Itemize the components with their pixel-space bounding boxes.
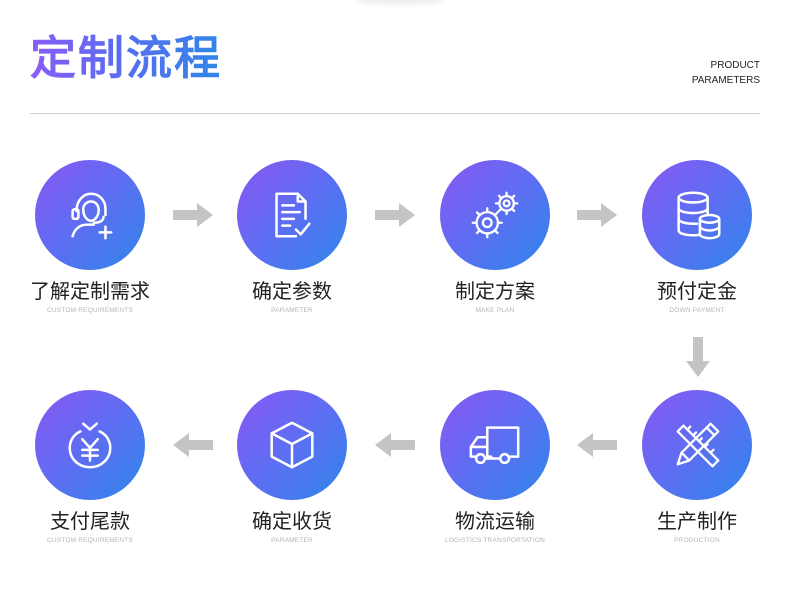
- truck-icon: [469, 426, 520, 465]
- step-5-label: 生产制作: [657, 509, 737, 533]
- step-6-label: 物流运输: [455, 509, 535, 533]
- step-1-circle: [35, 160, 145, 270]
- step-6-circle: [440, 390, 550, 500]
- step-8-label: 支付尾款: [50, 509, 130, 533]
- arrow-left-1: [577, 433, 617, 457]
- pencil-ruler-icon: [676, 422, 720, 468]
- arrow-left-2: [375, 433, 415, 457]
- subtitle-line-1: PRODUCT: [710, 60, 760, 71]
- step-2-label: 确定参数: [252, 279, 332, 303]
- arrow-left-3: [173, 433, 213, 457]
- arrow-right-3: [577, 203, 617, 227]
- step-1-label: 了解定制需求: [30, 279, 150, 303]
- step-3-label: 制定方案: [455, 279, 535, 303]
- step-3-sub: MAKE PLAN: [475, 307, 515, 314]
- step-4-circle: [642, 160, 752, 270]
- box-icon: [270, 421, 314, 469]
- step-6-sub: LOGISTICS TRANSPORTATION: [444, 537, 546, 544]
- step-5-circle: [642, 390, 752, 500]
- step-4-sub: DOWN PAYMENT: [669, 307, 725, 314]
- subtitle-line-2: PARAMETERS: [691, 75, 760, 86]
- page-subtitle: PRODUCT PARAMETERS: [692, 58, 760, 88]
- document-check-icon: [275, 192, 311, 238]
- step-5-sub: PRODUCTION: [674, 537, 720, 544]
- step-8-circle: [35, 390, 145, 500]
- arrow-down: [686, 337, 710, 377]
- coins-stack-icon: [677, 191, 721, 240]
- page-title: 定制流程: [30, 31, 222, 85]
- customer-service-icon: [71, 192, 113, 240]
- top-decor-shadow: [355, 0, 445, 4]
- step-8-sub: CUSTOM REQUIREMENTS: [46, 537, 134, 544]
- step-7-circle: [237, 390, 347, 500]
- step-7-sub: PARAMETER: [271, 537, 313, 544]
- step-4-label: 预付定金: [657, 279, 737, 303]
- arrow-right-2: [375, 203, 415, 227]
- step-1-sub: CUSTOM REQUIREMENTS: [46, 307, 134, 314]
- header-divider: [30, 113, 760, 114]
- step-7-label: 确定收货: [252, 509, 332, 533]
- yuan-payment-icon: [68, 422, 112, 469]
- step-2-circle: [237, 160, 347, 270]
- gears-icon: [471, 191, 519, 239]
- step-3-circle: [440, 160, 550, 270]
- arrow-right-1: [173, 203, 213, 227]
- step-2-sub: PARAMETER: [271, 307, 313, 314]
